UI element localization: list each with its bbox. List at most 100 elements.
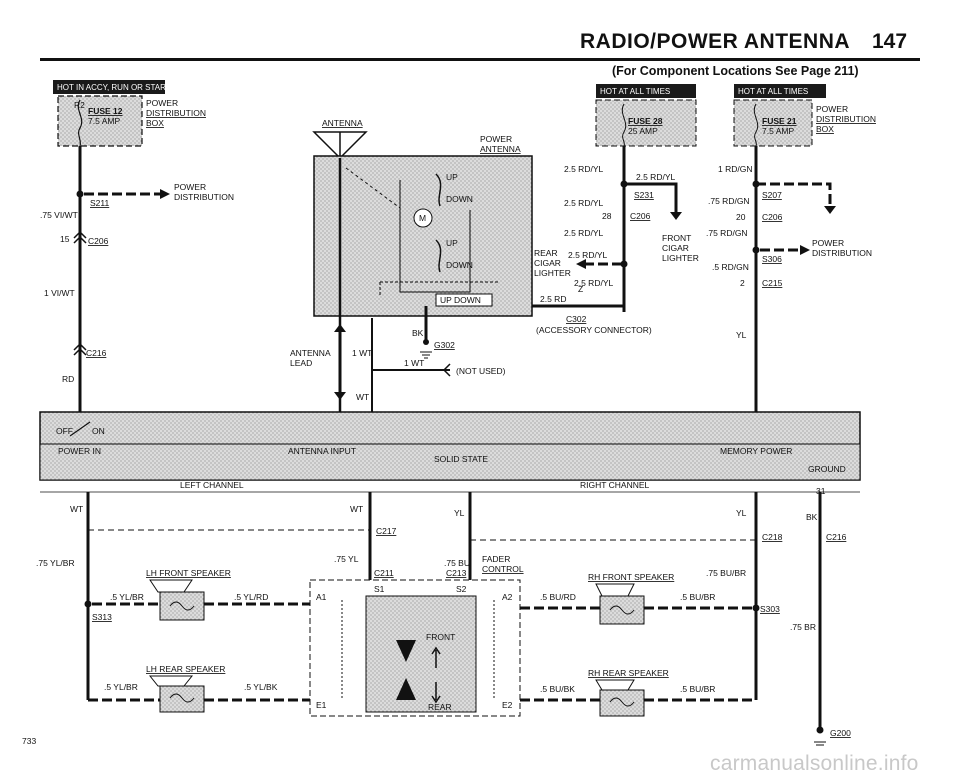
antenna-motor-label: M xyxy=(419,213,426,223)
wires-wt-l-label: WT xyxy=(70,504,83,514)
power-tags-hot-accy-label: HOT IN ACCY, RUN OR START xyxy=(57,83,171,92)
connectors-c206b-label: C206 xyxy=(630,211,651,221)
wire-segment xyxy=(814,741,826,746)
lh-front-speaker: LH FRONT SPEAKER xyxy=(146,568,231,621)
pins-p31-label: 31 xyxy=(816,486,826,496)
wires-yl-bk-5-label: .5 YL/BK xyxy=(244,682,278,692)
wire-segment xyxy=(595,679,635,691)
wire-segment xyxy=(379,281,500,296)
power-tags-hot-all-2-label: HOT AT ALL TIMES xyxy=(738,87,808,96)
grounds-g200-label: G200 xyxy=(830,728,851,738)
connectors-c216b-label: C216 xyxy=(826,532,847,542)
wires-wt-1b-label: 1 WT xyxy=(404,358,424,368)
fuse-21-box-0-label: POWER xyxy=(816,104,848,114)
pins-p28-label: 28 xyxy=(602,211,612,221)
fader-control: A1 A2 E1 E2 S1 S2 FRONT REAR xyxy=(309,579,521,717)
wire-segment xyxy=(334,324,346,332)
wires-rd-yl-3-label: 2.5 RD/YL xyxy=(564,198,603,208)
wires-rd-yl-4-label: 2.5 RD/YL xyxy=(564,228,603,238)
wires-br-075-label: .75 BR xyxy=(790,622,816,632)
antenna-lead-1-label: LEAD xyxy=(290,358,312,368)
pins-pz-label: Z xyxy=(578,284,583,294)
splices-s207-label: S207 xyxy=(762,190,782,200)
page-subtitle: (For Component Locations See Page 211) xyxy=(612,64,859,78)
wire-segment xyxy=(670,212,682,220)
wire-segment xyxy=(752,604,760,612)
grounds-g302-label: G302 xyxy=(434,340,455,350)
wire-segment xyxy=(423,339,429,345)
wires-bk-label: BK xyxy=(412,328,424,338)
fader-e2-label: E2 xyxy=(502,700,513,710)
wires-yl-r-label: YL xyxy=(736,508,747,518)
wires-rd-label: RD xyxy=(62,374,74,384)
fader-a1-label: A1 xyxy=(316,592,327,602)
wire-segment xyxy=(73,342,87,351)
antenna-down-label: DOWN xyxy=(446,194,473,204)
wire-segment xyxy=(365,595,477,713)
left-fuse-box-1-label: DISTRIBUTION xyxy=(146,108,206,118)
rh-front-speaker: RH FRONT SPEAKER xyxy=(588,572,674,625)
antenna-label-label: ANTENNA xyxy=(322,118,363,128)
wire-segment xyxy=(149,579,193,593)
left-fuse-box-2-label: BOX xyxy=(146,118,164,128)
wire-segment xyxy=(73,347,87,356)
splices-s231-label: S231 xyxy=(634,190,654,200)
wires-yl-br-075-label: .75 YL/BR xyxy=(36,558,75,568)
connectors-c211-label: C211 xyxy=(374,568,394,578)
connectors-c216a-label: C216 xyxy=(86,348,107,358)
splices-s313-label: S313 xyxy=(92,612,112,622)
wires-rd-yl-2-label: 2.5 RD/YL xyxy=(636,172,675,182)
page-number: 147 xyxy=(872,30,908,53)
wire-segment xyxy=(595,583,635,597)
wires-yl-075-label: .75 YL xyxy=(334,554,359,564)
connectors-c206a-label: C206 xyxy=(88,236,109,246)
fuse-28-box: FUSE 28 25 AMP xyxy=(595,99,697,147)
rh-rear-speaker: RH REAR SPEAKER xyxy=(588,668,669,717)
lighters-front-2-label: LIGHTER xyxy=(662,253,699,263)
wire-segment xyxy=(160,189,170,199)
wire-segment xyxy=(435,173,442,207)
wires-wt-label: WT xyxy=(356,392,369,402)
wire-segment xyxy=(752,246,760,254)
antenna-up-label: UP xyxy=(446,172,458,182)
wires-wt-m-label: WT xyxy=(350,504,363,514)
wire-segment xyxy=(84,600,92,608)
fuse-21-box: FUSE 21 7.5 AMP POWER DISTRIBUTION BOX xyxy=(733,99,876,147)
figure-number: 733 xyxy=(22,736,36,746)
antenna-up2-label: UP xyxy=(446,238,458,248)
wires-yl-m-label: YL xyxy=(454,508,465,518)
lighters-rear-1-label: CIGAR xyxy=(534,258,561,268)
wire-segment xyxy=(576,259,586,269)
wires-bu-br-5b-label: .5 BU/BR xyxy=(680,684,715,694)
wires-vi-wt-075-label: .75 VI/WT xyxy=(40,210,78,220)
wire-segment xyxy=(309,579,521,717)
wires-bu-br-075-label: .75 BU/BR xyxy=(706,568,746,578)
wire-segment xyxy=(334,392,346,400)
pins-p20-label: 20 xyxy=(736,212,746,222)
fader-label-0-label: FADER xyxy=(482,554,510,564)
fader-e1-label: E1 xyxy=(316,700,327,710)
antenna-section: ANTENNA POWER ANTENNA M UP DOWN UP DOWN … xyxy=(290,118,533,420)
wire-segment xyxy=(734,84,826,98)
antenna-power-antenna-0-label: POWER xyxy=(480,134,512,144)
connectors-c213-label: C213 xyxy=(446,568,467,578)
power-distribution-1-label: DISTRIBUTION xyxy=(812,248,872,258)
fuse-21-box-1-label: DISTRIBUTION xyxy=(816,114,876,124)
wires-bu-075-label: .75 BU xyxy=(444,558,470,568)
radio-ground-label: GROUND xyxy=(808,464,846,474)
lighters-front-1-label: CIGAR xyxy=(662,243,689,253)
wires-yl-rd-5-label: .5 YL/RD xyxy=(234,592,268,602)
wires-rd-yl-1-label: 2.5 RD/YL xyxy=(564,164,603,174)
wire-segment xyxy=(442,363,451,377)
wire-segment xyxy=(800,245,810,255)
wire-segment xyxy=(396,640,416,662)
wire-segment xyxy=(733,99,813,147)
wire-segment xyxy=(169,693,195,703)
lh-rear-speaker: LH REAR SPEAKER xyxy=(146,664,225,713)
power-tag-all-times-1: HOT AT ALL TIMES xyxy=(596,84,696,98)
wire-segment xyxy=(53,80,165,94)
connectors-c302-label: C302 xyxy=(566,314,587,324)
left-fuse-box: FUSE 12 7.5 AMP R2 POWER DISTRIBUTION BO… xyxy=(57,95,206,147)
speakers-rh-front-label: RH FRONT SPEAKER xyxy=(588,572,674,582)
